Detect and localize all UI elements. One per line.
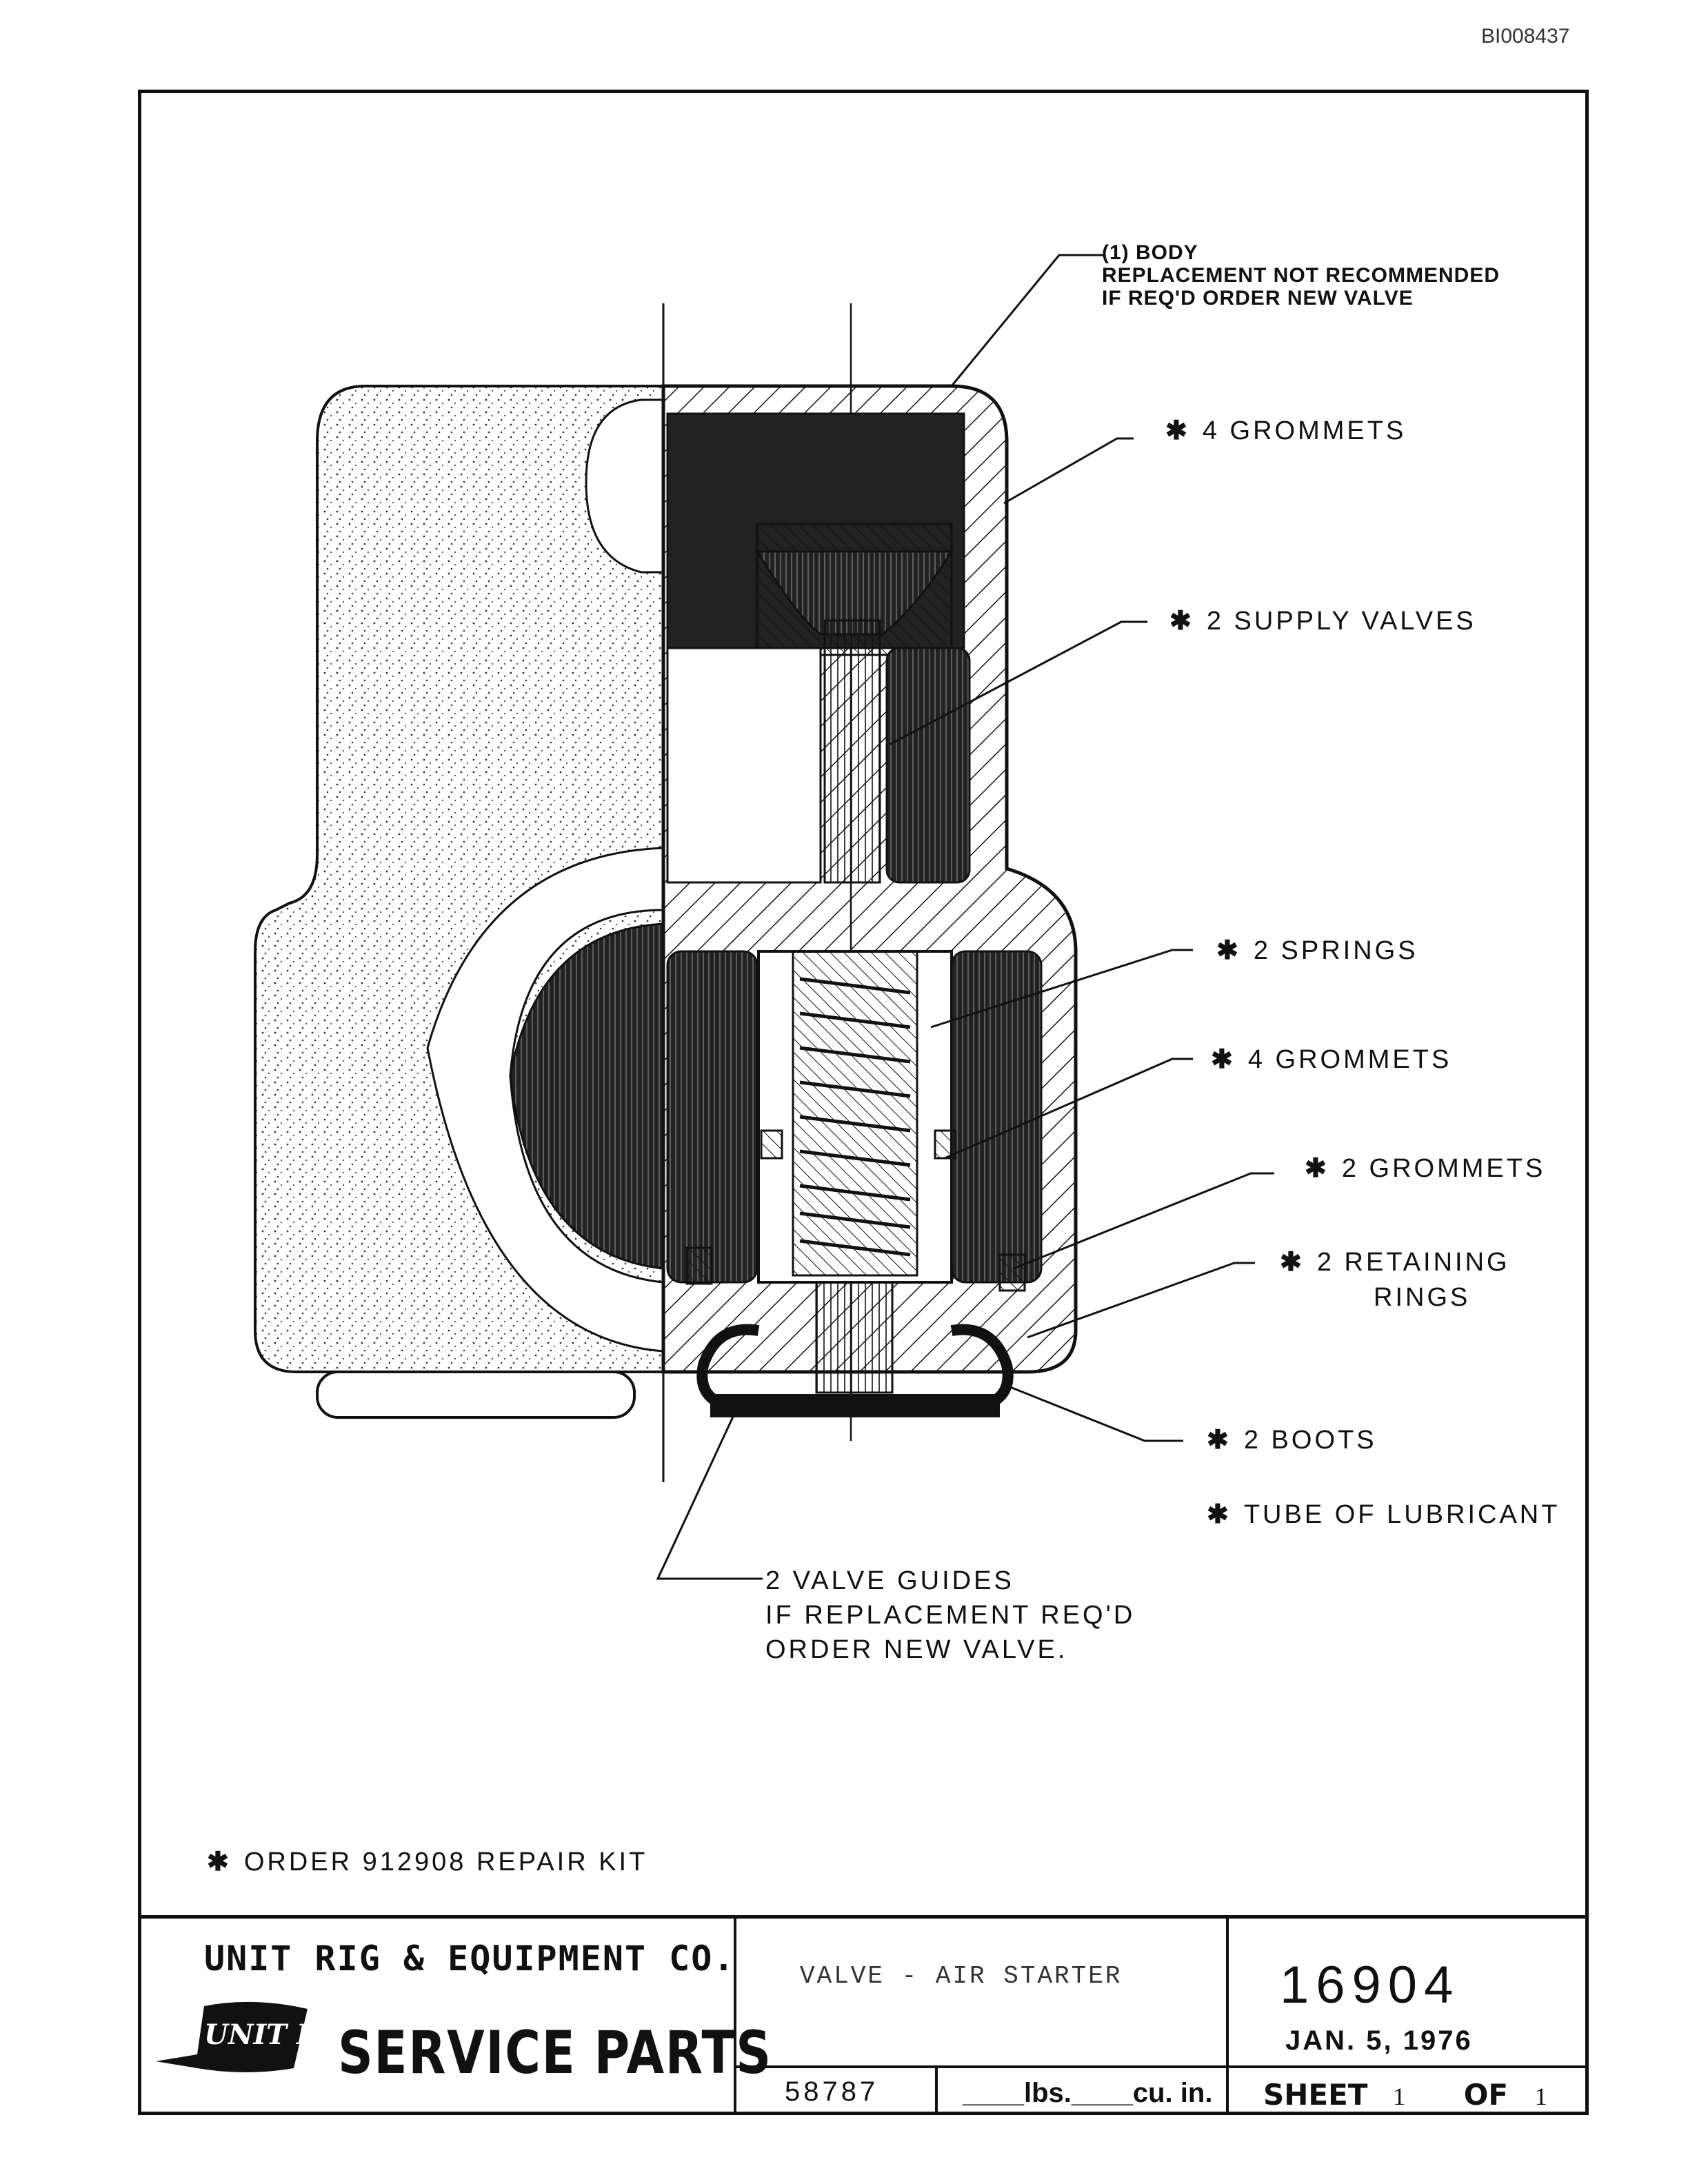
supply-valve-left [666, 647, 822, 884]
weight-field: ____lbs.____cu. in. [963, 2078, 1213, 2108]
supply-valve-right [885, 647, 971, 884]
callout-springs: ✱ 2 SPRINGS [1216, 935, 1418, 966]
callout-grommets-mid-label: 4 GROMMETS [1247, 1045, 1452, 1074]
callout-grommets-mid: ✱ 4 GROMMETS [1211, 1044, 1451, 1075]
leader-lines [656, 254, 1274, 1580]
company-name: UNIT RIG & EQUIPMENT CO. [204, 1939, 736, 1979]
drawing-number: 16904 [1280, 1956, 1460, 2014]
document-id: BI008437 [1481, 25, 1570, 48]
right-piston [950, 950, 1043, 1284]
callout-grommets-top-label: 4 GROMMETS [1202, 416, 1407, 445]
kit-star-icon: ✱ [1280, 1248, 1305, 1277]
part-number: 58787 [785, 2076, 879, 2107]
title-block-divider-2 [1226, 1915, 1229, 2115]
callout-springs-label: 2 SPRINGS [1253, 936, 1418, 965]
drawing-frame [138, 90, 1589, 2115]
callout-retaining-rings: ✱ 2 RETAINING RINGS [1280, 1246, 1510, 1313]
callout-retaining-label1: 2 RETAINING [1316, 1248, 1510, 1277]
sheet-label: SHEET [1263, 2078, 1368, 2112]
repair-kit-label: ORDER 912908 REPAIR KIT [243, 1848, 648, 1877]
unit-rig-logo [156, 2001, 308, 2072]
callout-body-line2: REPLACEMENT NOT RECOMMENDED [1102, 264, 1500, 287]
callout-lubricant: ✱ TUBE OF LUBRICANT [1207, 1499, 1560, 1530]
kit-star-icon: ✱ [1207, 1426, 1232, 1455]
callout-grommets-2: ✱ 2 GROMMETS [1305, 1153, 1545, 1184]
callout-grommets-2-label: 2 GROMMETS [1341, 1154, 1546, 1183]
port-ring [426, 847, 665, 1353]
of-label: OF [1463, 2078, 1509, 2112]
callout-body-line3: IF REQ'D ORDER NEW VALVE [1102, 287, 1414, 310]
grommet-left [760, 1129, 783, 1160]
kit-star-icon: ✱ [1305, 1154, 1329, 1183]
retaining-ring-right [998, 1253, 1026, 1292]
kit-star-icon: ✱ [1165, 416, 1190, 445]
repair-kit-note: ✱ ORDER 912908 REPAIR KIT [207, 1846, 647, 1877]
callout-guides-line1: 2 VALVE GUIDES [765, 1566, 1014, 1595]
sheet-total: 1 [1534, 2083, 1547, 2110]
title-block-row-rule [734, 2065, 1589, 2068]
sheet-number: 1 [1393, 2083, 1406, 2110]
callout-valve-guides: 2 VALVE GUIDES IF REPLACEMENT REQ'D ORDE… [765, 1564, 1135, 1667]
plunger [815, 1281, 894, 1394]
title-block-top-rule [138, 1915, 1589, 1919]
grommet-right [934, 1129, 957, 1160]
callout-supply-valves-label: 2 SUPPLY VALVES [1206, 607, 1476, 636]
port-inner [509, 922, 665, 1270]
callout-boots: ✱ 2 BOOTS [1207, 1424, 1377, 1455]
callout-body: (1) BODY REPLACEMENT NOT RECOMMENDED IF … [1102, 241, 1500, 310]
callout-guides-line2: IF REPLACEMENT REQ'D [765, 1601, 1136, 1630]
callout-guides-line3: ORDER NEW VALVE. [765, 1635, 1068, 1664]
part-title: VALVE - AIR STARTER [800, 1962, 1123, 1990]
callout-boots-label: 2 BOOTS [1243, 1426, 1377, 1455]
kit-star-icon: ✱ [1211, 1045, 1236, 1074]
kit-star-icon: ✱ [1207, 1500, 1232, 1529]
kit-star-icon: ✱ [1169, 607, 1194, 636]
spring-coils [799, 977, 911, 1257]
title-block-divider-3 [935, 2065, 938, 2115]
supply-valve-seat [755, 550, 954, 636]
callout-supply-valves: ✱ 2 SUPPLY VALVES [1169, 605, 1476, 636]
callout-retaining-label2: RINGS [1374, 1283, 1471, 1312]
retaining-ring-left [685, 1246, 713, 1285]
left-piston [666, 950, 758, 1284]
drawing-date: JAN. 5, 1976 [1285, 2025, 1473, 2056]
kit-star-icon: ✱ [207, 1848, 232, 1877]
title-block-divider-1 [734, 1915, 736, 2115]
sheet-info: SHEET 1 OF 1 [1263, 2078, 1547, 2112]
bottom-flange [316, 1371, 636, 1419]
callout-grommets-top: ✱ 4 GROMMETS [1165, 415, 1406, 446]
logo-text: UNIT RIG [204, 2019, 356, 2051]
callout-lubricant-label: TUBE OF LUBRICANT [1243, 1500, 1560, 1529]
callout-body-line1: (1) BODY [1102, 241, 1198, 264]
valve-guide [710, 1394, 1000, 1417]
supply-valve-stem [823, 619, 881, 884]
service-parts-title: SERVICE PARTS [338, 2019, 772, 2087]
mounting-boss [585, 398, 665, 574]
kit-star-icon: ✱ [1216, 936, 1241, 965]
